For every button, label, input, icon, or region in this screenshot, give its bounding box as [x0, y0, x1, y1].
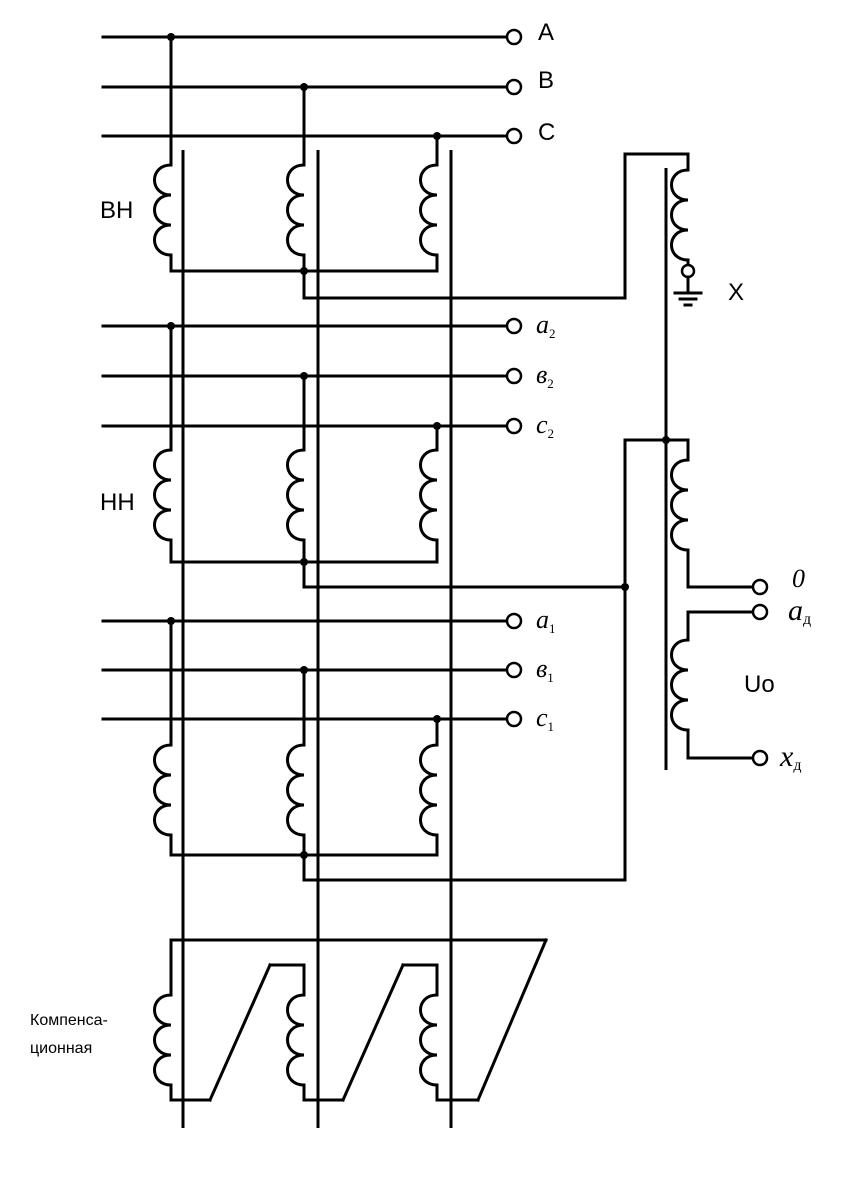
hv-terminals[interactable]: [505, 28, 523, 145]
lv1-terminals[interactable]: [505, 612, 523, 728]
terminal-a1-label: a1: [536, 605, 556, 636]
terminal-c-label: C: [538, 119, 555, 146]
voltage-uo-label: Uo: [744, 671, 775, 698]
lv2-winding-group: [101, 322, 629, 591]
terminal-b-label: B: [538, 67, 554, 94]
terminal-a2-label: a2: [536, 310, 556, 341]
terminal-a-label: A: [538, 19, 554, 46]
terminal-c1-label: c1: [536, 703, 554, 734]
terminal-x-label: X: [728, 279, 744, 306]
terminal-zero-label: 0: [792, 564, 805, 593]
hv-winding-label: ВН: [100, 197, 133, 224]
compensating-label-line2: ционная: [30, 1040, 92, 1057]
lv-winding-label: НН: [100, 489, 135, 516]
transformer-core: [181, 150, 668, 1128]
hv-winding-group: [101, 33, 703, 307]
residual-voltage-winding: [623, 436, 755, 882]
terminal-b2-label: в2: [536, 360, 554, 391]
residual-terminals[interactable]: [751, 578, 769, 767]
lv1-winding-group: [101, 617, 627, 882]
lv2-terminals[interactable]: [505, 317, 523, 435]
terminal-b1-label: в1: [536, 654, 554, 685]
compensating-winding: [153, 938, 548, 1102]
compensating-label-line1: Компенса-: [30, 1012, 108, 1029]
terminal-xd-label: xд: [779, 740, 801, 774]
terminal-c2-label: c2: [536, 410, 554, 441]
terminal-ad-label: aд: [788, 594, 811, 628]
